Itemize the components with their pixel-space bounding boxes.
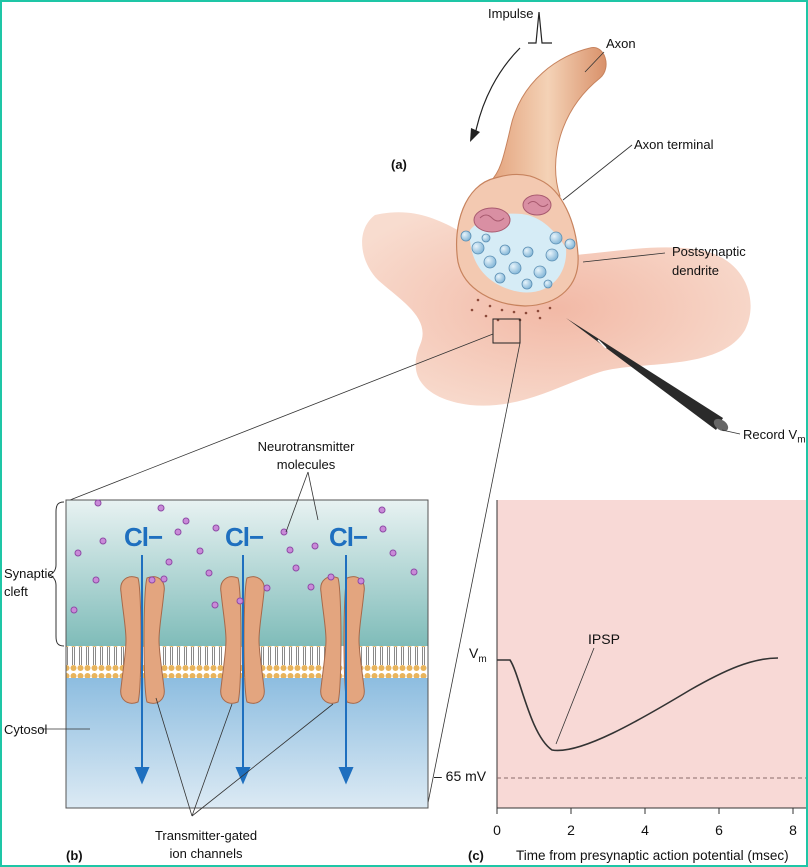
record-vm-text: Record V [743, 427, 798, 442]
x-tick-label: 0 [493, 822, 501, 838]
panel-b-membrane [40, 471, 429, 817]
neurotransmitter-molecules [70, 499, 418, 614]
ion-channel [320, 576, 365, 704]
axon-terminal-label: Axon terminal [634, 137, 714, 152]
axon-label: Axon [606, 36, 636, 51]
ion-channel [220, 576, 265, 704]
impulse-spike-icon [528, 11, 552, 44]
axon-stalk [488, 47, 607, 197]
ion-channel [120, 576, 165, 704]
x-tick-label: 6 [715, 822, 723, 838]
vm-axis-label: Vm [469, 646, 487, 667]
panel-b-label: (b) [66, 848, 83, 863]
x-tick-label: 4 [641, 822, 649, 838]
x-tick-label: 8 [789, 822, 797, 838]
channels-label-line1: Transmitter-gated [154, 828, 258, 843]
channels-label-line2: ion channels [169, 846, 243, 861]
chloride-flow-arrow-icon [338, 767, 354, 785]
panel-a-label: (a) [391, 157, 407, 172]
panel-c-graph [496, 500, 808, 814]
x-tick-label: 2 [567, 822, 575, 838]
cytosol-label: Cytosol [4, 722, 48, 737]
panel-a-illustration [362, 11, 751, 435]
chloride-ion-label: Cl− [124, 522, 163, 552]
x-axis-label: Time from presynaptic action potential (… [516, 848, 789, 863]
chloride-ion-label: Cl− [225, 522, 264, 552]
vm-axis-subscript: m [478, 653, 487, 665]
synaptic-cleft-label-line1: Synaptic [4, 566, 54, 581]
impulse-label: Impulse [488, 6, 534, 21]
synaptic-cleft-label-line2: cleft [4, 584, 28, 599]
recording-electrode [566, 318, 729, 432]
impulse-arrow-icon [470, 128, 480, 142]
synaptic-vesicles [460, 230, 576, 290]
neurotransmitter-label-line1: Neurotransmitter [257, 439, 355, 454]
record-vm-label: Record Vm [743, 427, 806, 448]
ipsp-label: IPSP [588, 631, 620, 647]
plot-area [497, 500, 808, 808]
resting-potential-label: – 65 mV [434, 768, 487, 784]
ipsp-trace [497, 657, 779, 752]
chloride-ion-label: Cl− [329, 522, 368, 552]
record-vm-subscript: m [797, 434, 806, 446]
neurotransmitter-label-line2: molecules [276, 457, 336, 472]
vm-axis-text: V [469, 645, 479, 661]
chloride-flow-arrow-icon [134, 767, 150, 785]
postsynaptic-label-line2: dendrite [672, 263, 719, 278]
panel-c-label: (c) [468, 848, 484, 863]
magnified-region-box [492, 318, 521, 344]
postsynaptic-label-line1: Postsynaptic [672, 244, 746, 259]
synaptic-cleft-bracket [48, 501, 65, 647]
